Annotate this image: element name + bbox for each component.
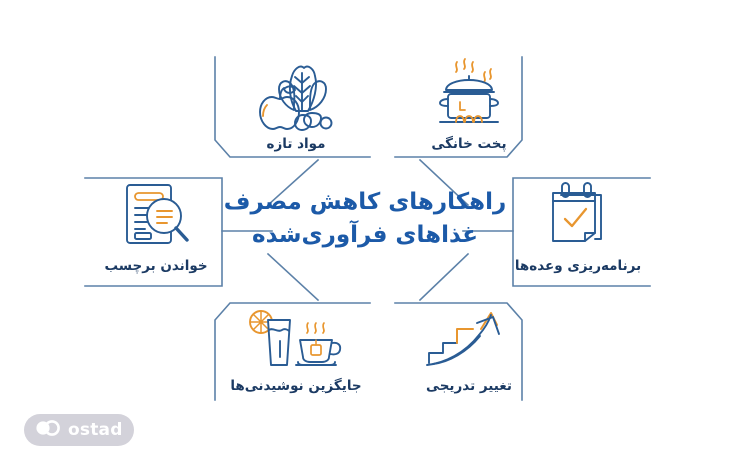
connector-drinks-to-center bbox=[266, 252, 320, 302]
center-title-line-1: راهکارهای کاهش مصرف bbox=[223, 189, 507, 215]
center-title: راهکارهای کاهش مصرف غذاهای فرآوری‌شده bbox=[205, 186, 525, 251]
calendar-check-icon bbox=[539, 180, 617, 248]
node-cooking-label: پخت خانگی bbox=[431, 136, 507, 152]
node-label-read: خواندن برچسب bbox=[92, 180, 220, 274]
cooking-pot-icon bbox=[426, 52, 512, 134]
connector-gradual-to-center bbox=[418, 252, 470, 302]
node-drinks-label: جایگزین نوشیدنی‌ها bbox=[230, 378, 362, 394]
stairs-growth-arrow-icon bbox=[423, 306, 515, 370]
node-planning: برنامه‌ریزی وعده‌ها bbox=[514, 180, 642, 274]
vegetables-apple-icon bbox=[250, 52, 342, 134]
ostad-wordmark: ostad bbox=[68, 419, 123, 440]
node-gradual-label: تغییر تدریجی bbox=[426, 378, 512, 394]
document-magnifier-icon bbox=[117, 180, 195, 248]
node-planning-label: برنامه‌ریزی وعده‌ها bbox=[514, 258, 642, 274]
ostad-logo: ostad bbox=[24, 414, 134, 446]
node-fresh: مواد تازه bbox=[222, 52, 370, 152]
node-label-read-label: خواندن برچسب bbox=[104, 258, 208, 274]
node-fresh-label: مواد تازه bbox=[266, 136, 326, 152]
node-gradual: تغییر تدریجی bbox=[395, 306, 543, 394]
water-glass-tea-cup-icon bbox=[244, 306, 348, 370]
center-title-line-2: غذاهای فرآوری‌شده bbox=[252, 221, 478, 248]
node-cooking: پخت خانگی bbox=[395, 52, 543, 152]
node-drinks: جایگزین نوشیدنی‌ها bbox=[222, 306, 370, 394]
ostad-rings-icon bbox=[35, 419, 61, 441]
